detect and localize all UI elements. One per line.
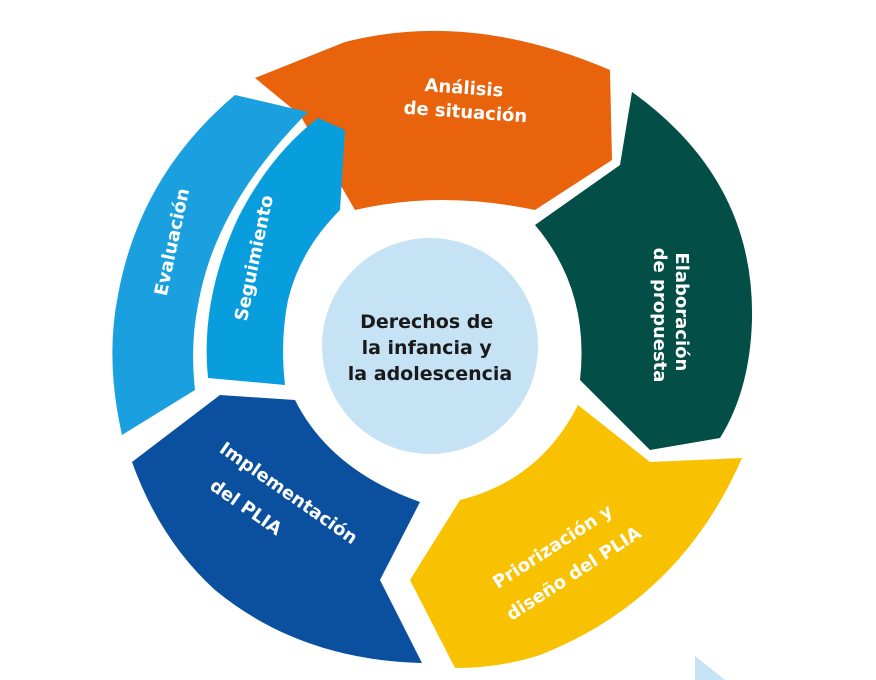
center-label-line-2: la infancia y (362, 337, 493, 359)
center-label-line-3: la adolescencia (348, 363, 512, 385)
corner-decoration (695, 656, 725, 680)
center-label-line-1: Derechos de (360, 311, 493, 333)
label-elaboracion-line-2: de propuesta (649, 248, 670, 383)
svg-text:Derechos de la infancia y: Derechos de la infancia y la adolescenci… (348, 311, 512, 385)
segment-implementacion (132, 395, 422, 663)
segment-analisis (255, 30, 612, 210)
segment-seguimiento (206, 118, 345, 385)
segment-priorizacion (410, 405, 742, 668)
segment-evaluacion (112, 95, 308, 435)
svg-text:Elaboración de propuesta: Elaboración de propuesta (649, 248, 692, 383)
segment-elaboracion (535, 92, 753, 450)
label-elaboracion-line-1: Elaboración (671, 252, 692, 371)
center-circle (322, 238, 538, 454)
